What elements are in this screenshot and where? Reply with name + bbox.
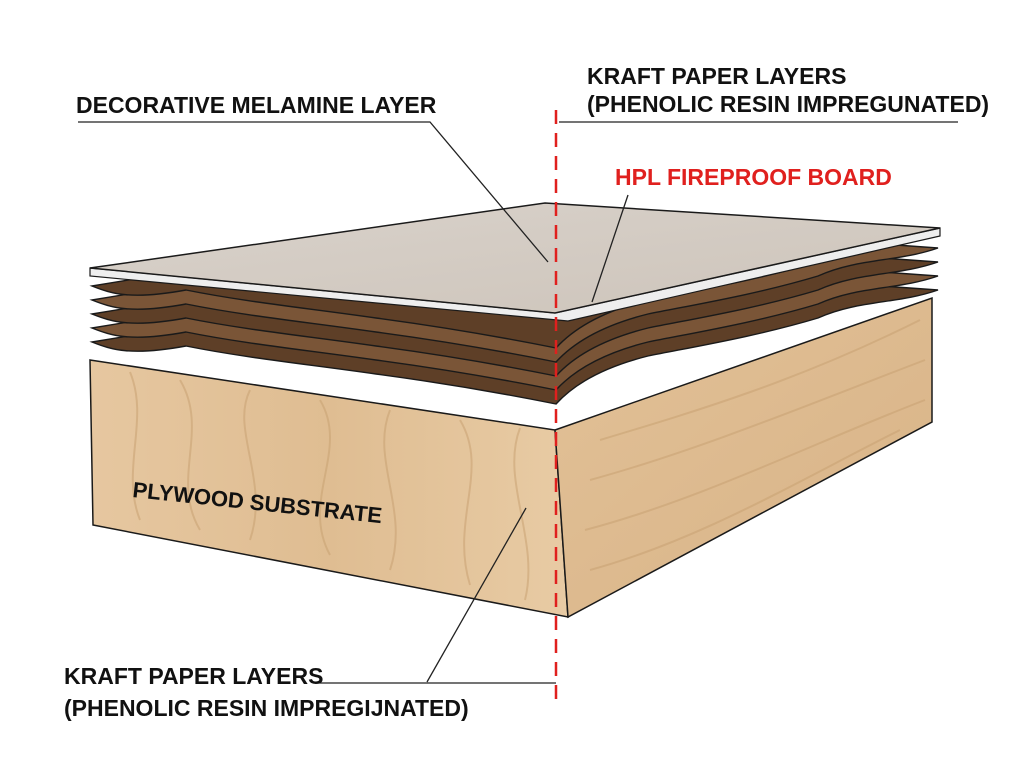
melamine-top-face — [89, 202, 941, 314]
label-kraft-top-line1: KRAFT PAPER LAYERS — [587, 63, 846, 89]
label-hpl-fireproof-board: HPL FIREPROOF BOARD — [615, 164, 892, 190]
plywood-substrate — [89, 296, 933, 619]
label-decorative-melamine: DECORATIVE MELAMINE LAYER — [76, 92, 437, 118]
label-kraft-bottom-line1: KRAFT PAPER LAYERS — [64, 663, 323, 689]
wood-grain — [129, 319, 926, 601]
decorative-melamine-layer — [89, 202, 941, 322]
leader-lines — [78, 121, 958, 684]
leader-hpl — [591, 194, 629, 303]
plywood-side-face — [554, 296, 933, 619]
leader-decorative — [78, 121, 549, 263]
leader-plywood — [426, 507, 527, 683]
label-kraft-top-line2: (PHENOLIC RESIN IMPREGUNATED) — [587, 91, 989, 117]
label-kraft-bottom-line2: (PHENOLIC RESIN IMPREGIJNATED) — [64, 695, 469, 721]
